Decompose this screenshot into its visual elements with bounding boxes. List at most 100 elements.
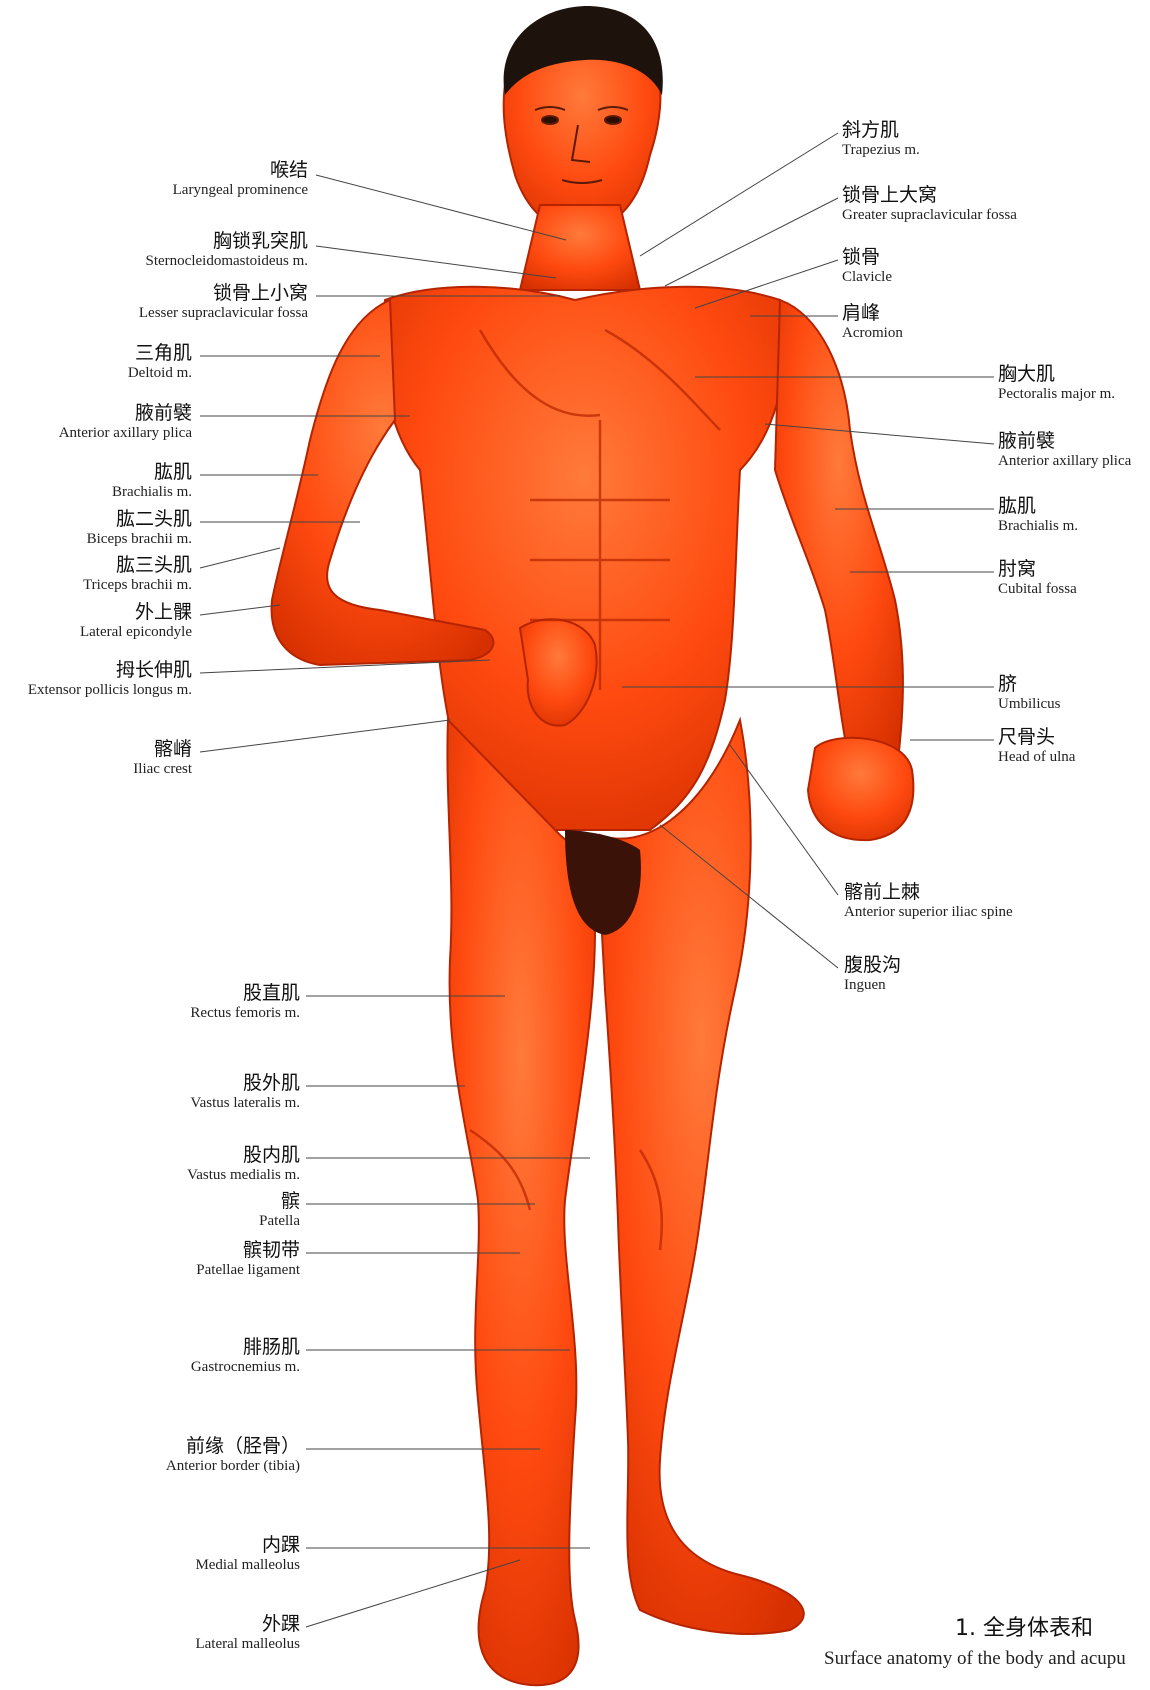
fist-right [808,738,913,840]
label-zh: 肩峰 [842,303,903,325]
label-en: Anterior axillary plica [59,425,192,442]
label-zh: 锁骨 [842,247,892,269]
label-en: Lateral malleolus [195,1636,300,1653]
label-zh: 肱三头肌 [83,555,192,577]
label-patellae-ligament: 髌韧带Patellae ligament [196,1240,300,1279]
label-laryngeal-prominence: 喉结Laryngeal prominence [173,160,308,199]
label-zh: 髌韧带 [196,1240,300,1262]
label-en: Anterior axillary plica [998,453,1131,470]
label-zh: 内踝 [195,1535,300,1557]
label-en: Medial malleolus [195,1557,300,1574]
label-zh: 腓肠肌 [191,1337,300,1359]
label-zh: 髌 [259,1191,300,1213]
label-en: Extensor pollicis longus m. [28,682,192,699]
label-en: Lesser supraclavicular fossa [139,305,308,322]
label-extensor-pollicis-longus: 拇长伸肌Extensor pollicis longus m. [28,660,192,699]
label-zh: 胸锁乳突肌 [146,231,308,253]
label-en: Patellae ligament [196,1262,300,1279]
label-en: Umbilicus [998,696,1061,713]
label-en: Vastus medialis m. [187,1167,300,1184]
label-biceps-brachii: 肱二头肌Biceps brachii m. [87,509,192,548]
label-zh: 股内肌 [187,1145,300,1167]
label-inguen: 腹股沟Inguen [844,955,901,994]
label-en: Iliac crest [133,761,192,778]
label-en: Trapezius m. [842,142,920,159]
label-umbilicus: 脐Umbilicus [998,674,1061,713]
label-brachialis-right: 肱肌Brachialis m. [998,496,1078,535]
label-en: Vastus lateralis m. [190,1095,300,1112]
label-en: Rectus femoris m. [190,1005,300,1022]
label-zh: 腋前襞 [59,403,192,425]
label-medial-malleolus: 内踝Medial malleolus [195,1535,300,1574]
label-lesser-supraclavicular-fossa: 锁骨上小窝Lesser supraclavicular fossa [139,283,308,322]
label-gastrocnemius: 腓肠肌Gastrocnemius m. [191,1337,300,1376]
label-zh: 外上髁 [80,602,192,624]
label-trapezius: 斜方肌Trapezius m. [842,120,920,159]
label-triceps-brachii: 肱三头肌Triceps brachii m. [83,555,192,594]
label-zh: 腹股沟 [844,955,901,977]
label-brachialis-left: 肱肌Brachialis m. [112,462,192,501]
torso [382,287,784,830]
label-pectoralis-major: 胸大肌Pectoralis major m. [998,364,1115,403]
label-anterior-axillary-plica-left: 腋前襞Anterior axillary plica [59,403,192,442]
label-en: Anterior superior iliac spine [844,904,1013,921]
label-iliac-crest: 髂嵴Iliac crest [133,739,192,778]
label-en: Brachialis m. [112,484,192,501]
label-zh: 尺骨头 [998,727,1075,749]
label-zh: 外踝 [195,1614,300,1636]
label-deltoid: 三角肌Deltoid m. [128,343,192,382]
label-lateral-epicondyle: 外上髁Lateral epicondyle [80,602,192,641]
label-zh: 锁骨上小窝 [139,283,308,305]
label-en: Acromion [842,325,903,342]
label-vastus-medialis: 股内肌Vastus medialis m. [187,1145,300,1184]
figure-caption: 1. 全身体表和 Surface anatomy of the body and… [800,1610,1150,1670]
label-en: Deltoid m. [128,365,192,382]
label-zh: 腋前襞 [998,431,1131,453]
label-rectus-femoris: 股直肌Rectus femoris m. [190,983,300,1022]
label-en: Cubital fossa [998,581,1077,598]
label-en: Pectoralis major m. [998,386,1115,403]
label-zh: 股直肌 [190,983,300,1005]
label-en: Biceps brachii m. [87,531,192,548]
label-clavicle: 锁骨Clavicle [842,247,892,286]
label-en: Triceps brachii m. [83,577,192,594]
label-en: Laryngeal prominence [173,182,308,199]
label-en: Inguen [844,977,901,994]
label-en: Brachialis m. [998,518,1078,535]
label-zh: 喉结 [173,160,308,182]
label-zh: 肱肌 [112,462,192,484]
label-vastus-lateralis: 股外肌Vastus lateralis m. [190,1073,300,1112]
label-en: Anterior border (tibia) [166,1458,300,1475]
label-zh: 胸大肌 [998,364,1115,386]
caption-title: 1. 全身体表和 [800,1610,1150,1642]
label-en: Sternocleidomastoideus m. [146,253,308,270]
label-en: Lateral epicondyle [80,624,192,641]
label-zh: 髂前上棘 [844,882,1013,904]
label-anterior-axillary-plica-right: 腋前襞Anterior axillary plica [998,431,1131,470]
label-lateral-malleolus: 外踝Lateral malleolus [195,1614,300,1653]
label-patella: 髌Patella [259,1191,300,1230]
label-zh: 拇长伸肌 [28,660,192,682]
label-head-of-ulna: 尺骨头Head of ulna [998,727,1075,766]
label-cubital-fossa: 肘窝Cubital fossa [998,559,1077,598]
caption-subtitle: Surface anatomy of the body and acupu [800,1648,1150,1670]
label-en: Gastrocnemius m. [191,1359,300,1376]
label-acromion: 肩峰Acromion [842,303,903,342]
neck [520,205,640,290]
label-sternocleidomastoideus: 胸锁乳突肌Sternocleidomastoideus m. [146,231,308,270]
label-zh: 脐 [998,674,1061,696]
label-en: Patella [259,1213,300,1230]
label-zh: 斜方肌 [842,120,920,142]
label-anterior-superior-iliac-spine: 髂前上棘Anterior superior iliac spine [844,882,1013,921]
label-zh: 髂嵴 [133,739,192,761]
label-zh: 肘窝 [998,559,1077,581]
label-zh: 前缘（胫骨） [166,1436,300,1458]
label-anterior-border-tibia: 前缘（胫骨）Anterior border (tibia) [166,1436,300,1475]
label-greater-supraclavicular-fossa: 锁骨上大窝Greater supraclavicular fossa [842,185,1017,224]
label-en: Greater supraclavicular fossa [842,207,1017,224]
label-zh: 锁骨上大窝 [842,185,1017,207]
label-zh: 三角肌 [128,343,192,365]
label-en: Clavicle [842,269,892,286]
label-zh: 肱二头肌 [87,509,192,531]
label-en: Head of ulna [998,749,1075,766]
